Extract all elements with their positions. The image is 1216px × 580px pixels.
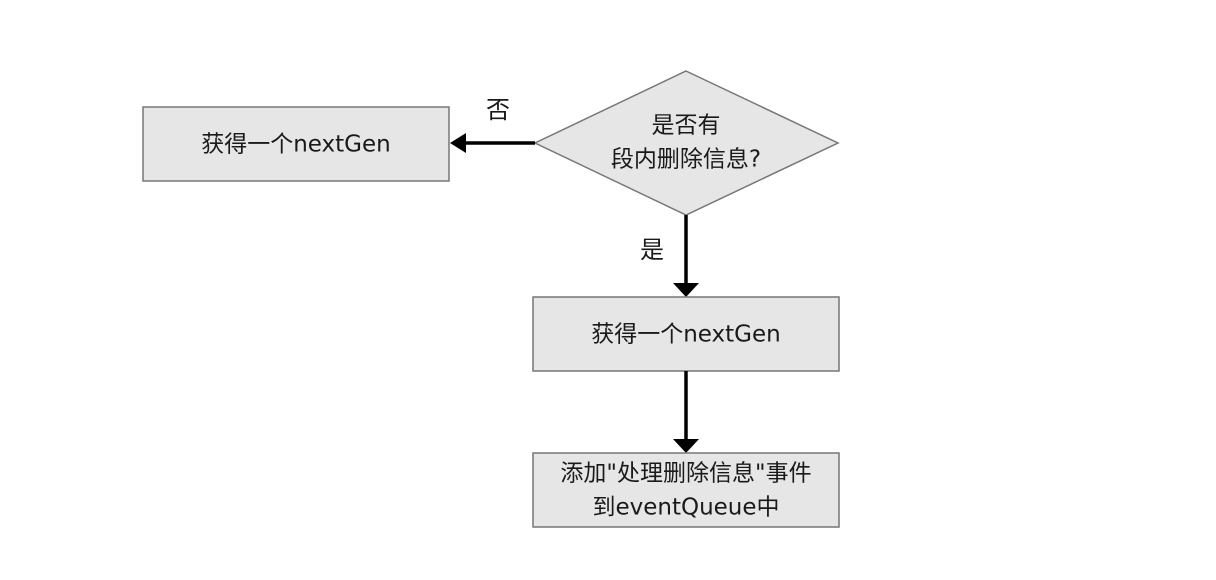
edge-no-label: 否 [486, 96, 510, 124]
middle-process-box [532, 296, 840, 372]
edge-no-arrowhead [450, 133, 466, 153]
edge-next [673, 371, 699, 453]
left-process-node: 获得一个nextGen [142, 106, 450, 182]
bottom-process-box [532, 452, 840, 528]
bottom-process-label-line2: 到eventQueue中 [592, 495, 779, 521]
edge-next-arrowhead [673, 439, 699, 453]
decision-label-line2: 段内删除信息? [611, 147, 761, 173]
middle-process-node: 获得一个nextGen [532, 296, 840, 372]
left-process-box [142, 106, 450, 182]
edge-yes-arrowhead [673, 283, 699, 297]
decision-diamond [533, 70, 840, 216]
edge-no: 否 [450, 96, 535, 153]
middle-process-label: 获得一个nextGen [591, 322, 781, 348]
decision-label-line1: 是否有 [652, 113, 721, 139]
edge-yes-label: 是 [640, 236, 664, 264]
edge-yes: 是 [640, 215, 699, 297]
bottom-process-node: 添加"处理删除信息"事件 到eventQueue中 [532, 452, 840, 528]
bottom-process-label-line1: 添加"处理删除信息"事件 [560, 461, 811, 487]
decision-node: 是否有 段内删除信息? [533, 70, 840, 216]
left-process-label: 获得一个nextGen [201, 132, 391, 158]
